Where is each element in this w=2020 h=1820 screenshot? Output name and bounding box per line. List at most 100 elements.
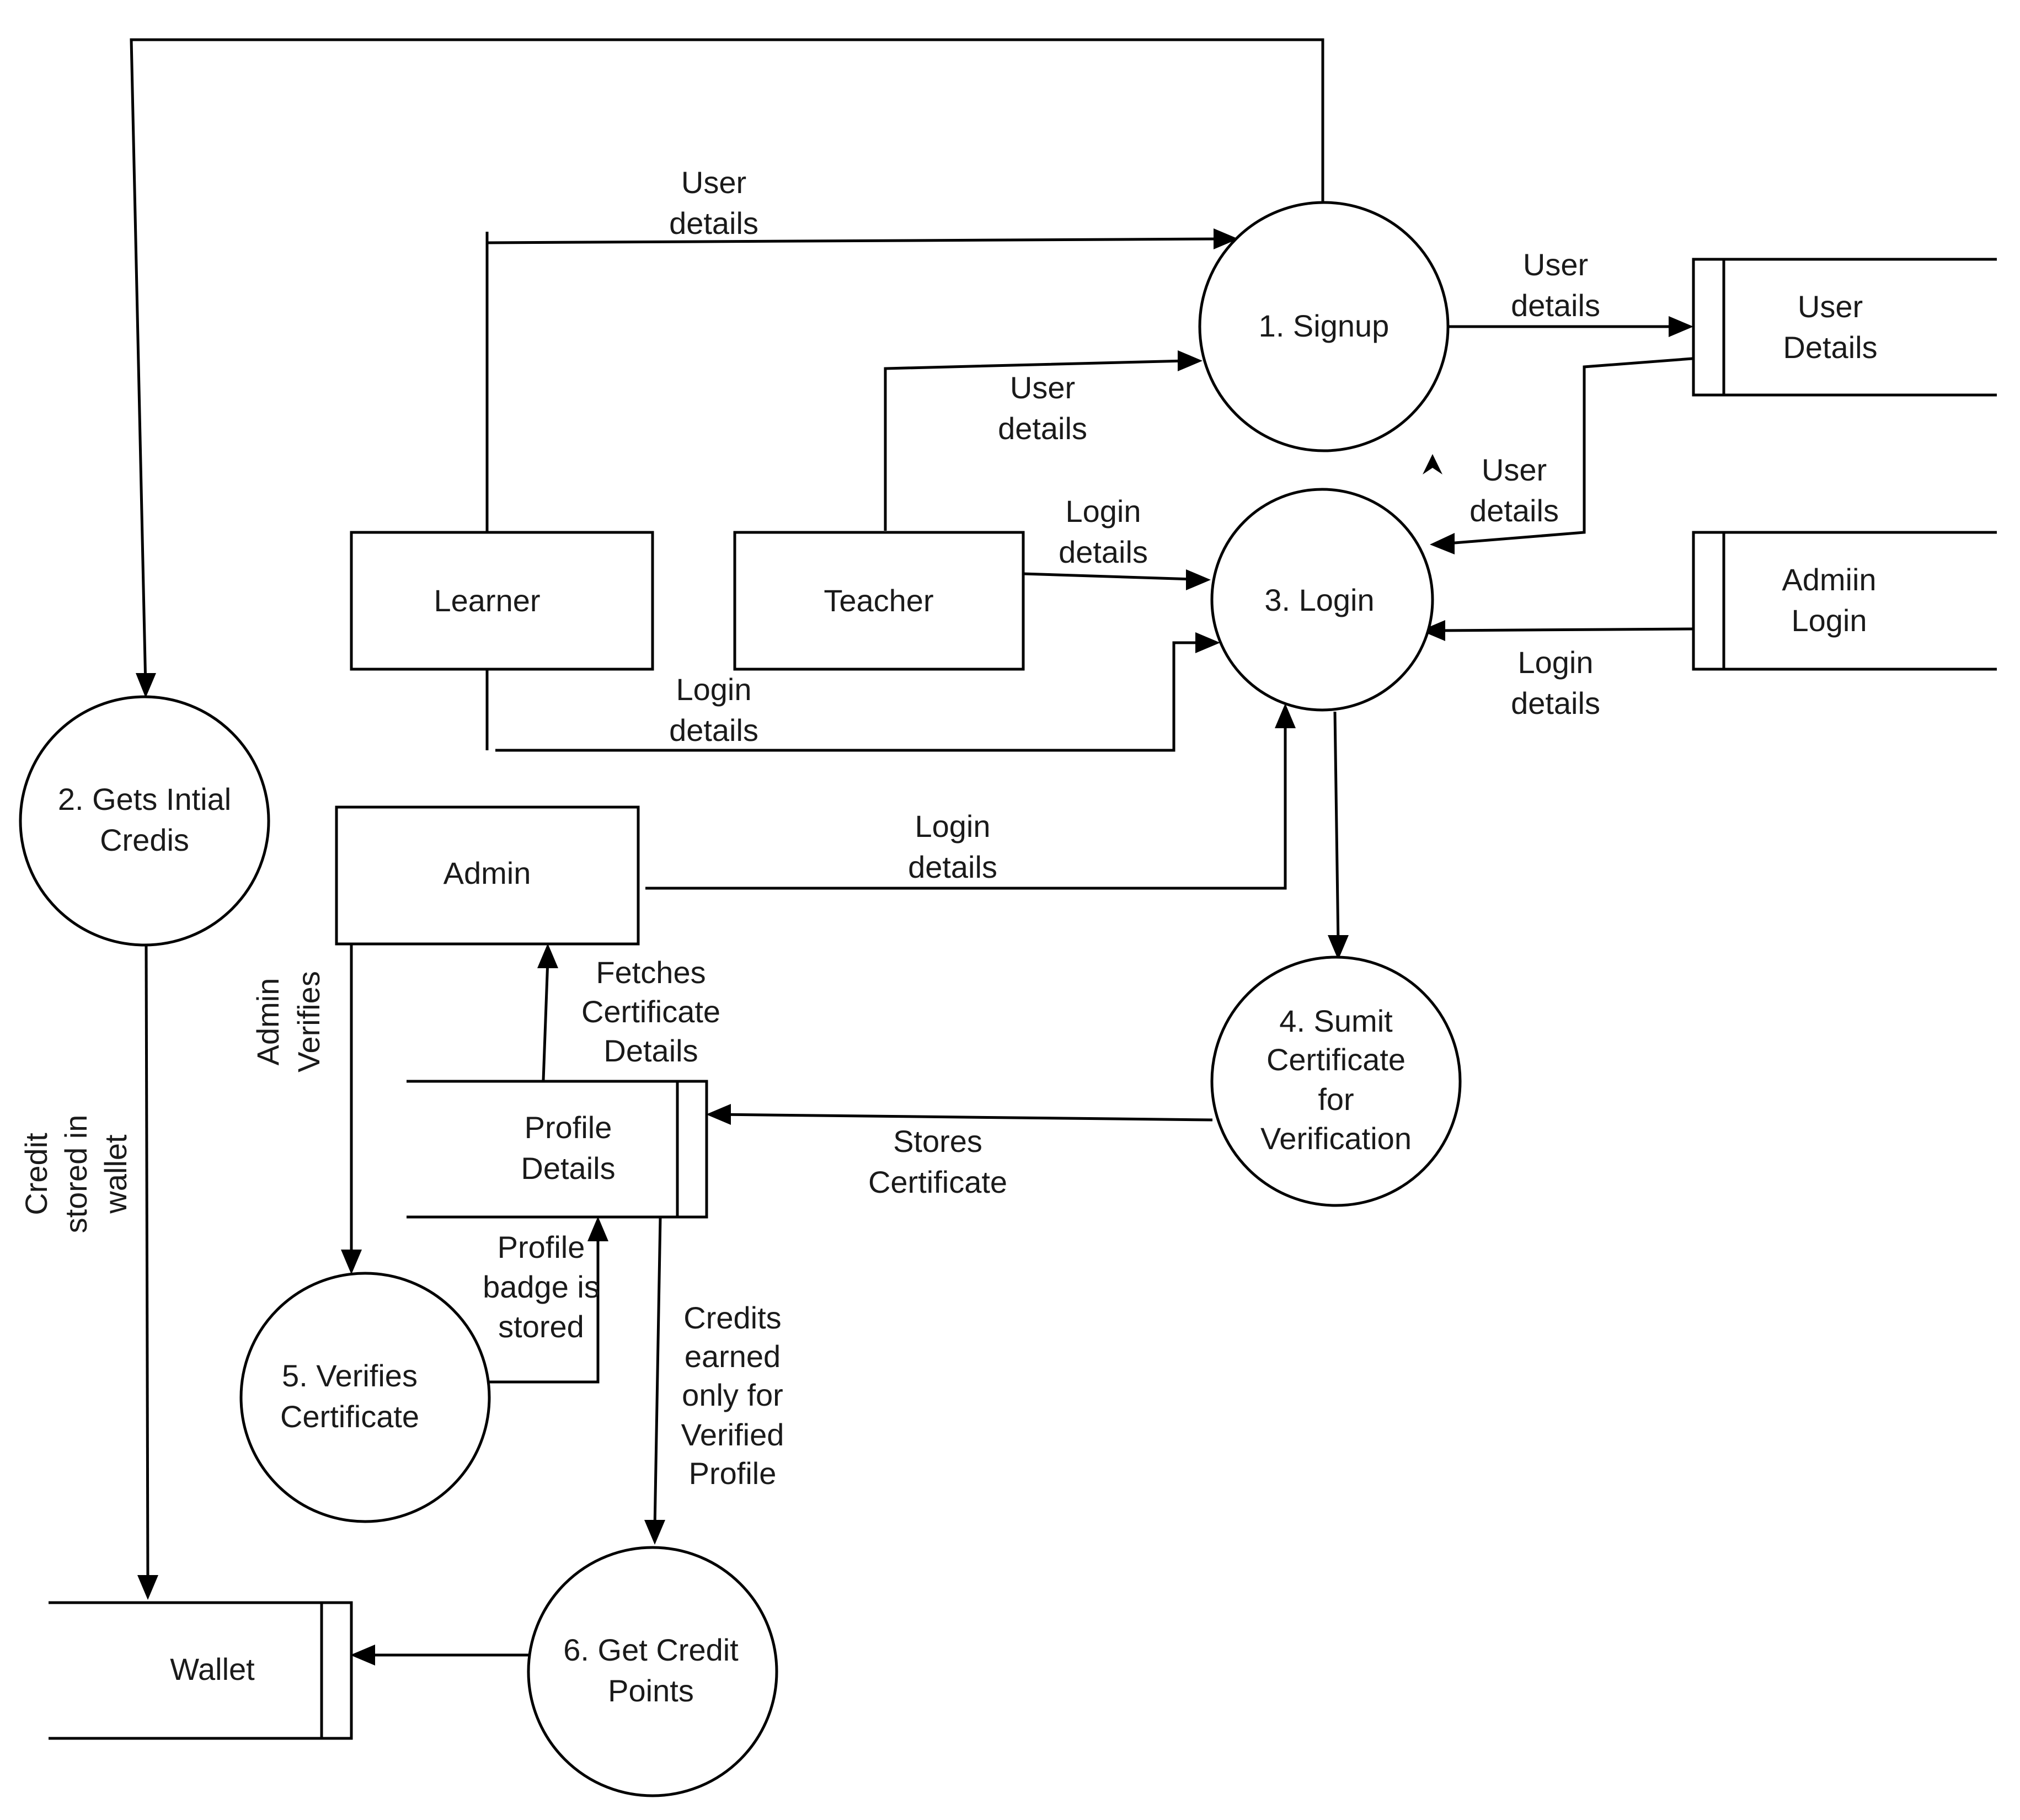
process-initial-credits[interactable]: 2. Gets Intial Credis <box>19 695 270 947</box>
login-submit-line <box>1333 711 1340 944</box>
arrow-verifies-profile <box>587 1216 608 1241</box>
verifies-profile-line <box>489 1230 600 1384</box>
flow-label-teacher-signup-1: User <box>1010 370 1075 405</box>
flow-label-signup-store-2: details <box>1511 288 1600 323</box>
arrow-teacher-login <box>1186 569 1211 590</box>
store-wallet-label: Wallet <box>170 1652 255 1686</box>
signup-to-initial-credits-line <box>130 38 1324 687</box>
flow-label-signup-store-1: User <box>1523 247 1588 282</box>
profile-admin-line <box>542 959 549 1081</box>
flow-label-fetches-1: Fetches <box>596 955 706 990</box>
flow-label-admin-verifies-1: Admin <box>250 978 285 1066</box>
store-profile-line-2: Details <box>521 1151 615 1186</box>
flow-label-admin-login-2: details <box>908 850 997 884</box>
flow-label-admin-store-login-1: Login <box>1517 645 1593 680</box>
flow-label-credit-wallet-2: stored in <box>58 1115 93 1234</box>
admin-store-login-line <box>1436 627 1693 632</box>
flow-label-learner-signup-1: User <box>681 165 746 200</box>
arrow-profile-admin <box>537 943 558 968</box>
flow-label-credits-3: only for <box>682 1378 783 1412</box>
arrow-profile-credit <box>644 1520 665 1545</box>
learner-signup-line <box>487 237 1222 244</box>
process-signup-label: 1. Signup <box>1259 308 1390 343</box>
flow-label-stores-cert-2: Certificate <box>868 1165 1007 1199</box>
flow-label-badge-2: badge is <box>483 1269 600 1304</box>
arrow-login-submit <box>1328 935 1349 960</box>
process-submit-line-4: Verification <box>1260 1121 1412 1156</box>
flow-label-teacher-signup-2: details <box>998 411 1087 446</box>
process-credit-line-1: 6. Get Credit <box>563 1632 739 1667</box>
profile-credit-line <box>653 1218 662 1529</box>
flow-label-learner-signup-2: details <box>669 206 758 241</box>
flow-label-admin-verifies-2: Verifies <box>291 971 326 1072</box>
arrow-teacher-signup <box>1178 350 1203 371</box>
process-verifies-line-1: 5. Verifies <box>282 1358 418 1393</box>
entity-learner[interactable]: Learner <box>350 531 654 671</box>
flow-label-learner-login-1: Login <box>676 672 751 707</box>
arrow-learner-signup <box>1214 228 1238 249</box>
process-signup[interactable]: 1. Signup <box>1198 201 1450 452</box>
flow-label-admin-store-login-2: details <box>1511 686 1600 720</box>
process-login[interactable]: 3. Login <box>1210 488 1434 712</box>
arrow-initial-credits <box>136 673 156 698</box>
flow-label-credits-5: Profile <box>689 1456 777 1491</box>
process-submit-line-2: Certificate <box>1266 1042 1406 1077</box>
flow-lines <box>130 38 1693 1657</box>
flow-label-teacher-login-1: Login <box>1065 494 1141 529</box>
flow-label-store-login-2: details <box>1469 493 1559 528</box>
entity-learner-label: Learner <box>434 583 540 618</box>
process-credit-points[interactable]: 6. Get Credit Points <box>527 1546 778 1797</box>
arrow-stray <box>1423 454 1442 474</box>
store-admin-login-line-1: Admiin <box>1782 562 1876 597</box>
flow-labels: User details User details User details U… <box>19 165 1600 1491</box>
flow-label-credits-2: earned <box>685 1339 781 1374</box>
admin-login-line <box>645 720 1287 890</box>
process-submit-line-3: for <box>1318 1082 1354 1117</box>
store-profile-details[interactable]: Profile Details <box>407 1080 708 1219</box>
flow-label-credit-wallet-1: Credit <box>19 1133 54 1215</box>
initial-wallet-line <box>145 944 149 1584</box>
store-wallet[interactable]: Wallet <box>49 1601 353 1740</box>
process-verifies-line-2: Certificate <box>280 1399 419 1434</box>
flow-label-credit-wallet: Credit stored in wallet <box>19 1115 133 1234</box>
arrow-initial-wallet <box>137 1575 158 1600</box>
arrow-admin-store-login <box>1420 620 1445 641</box>
flow-label-stores-cert-1: Stores <box>893 1124 982 1159</box>
flow-label-learner-login-2: details <box>669 713 758 748</box>
process-submit-certificate[interactable]: 4. Sumit Certificate for Verification <box>1210 956 1462 1207</box>
entity-teacher[interactable]: Teacher <box>733 531 1025 671</box>
arrow-admin-verifies <box>341 1250 362 1274</box>
entity-admin[interactable]: Admin <box>335 805 640 946</box>
arrow-admin-login <box>1275 703 1296 728</box>
learner-login-line <box>495 641 1204 752</box>
process-login-label: 3. Login <box>1264 583 1374 617</box>
entity-teacher-label: Teacher <box>824 583 933 618</box>
flow-label-store-login-1: User <box>1482 452 1547 487</box>
process-initial-credits-line-2: Credis <box>100 823 189 857</box>
flow-label-credits-4: Verified <box>681 1417 784 1452</box>
arrowheads <box>136 228 1693 1666</box>
arrow-signup-store <box>1669 316 1693 337</box>
store-admin-login[interactable]: Admiin Login <box>1692 531 1997 671</box>
process-verifies-certificate[interactable]: 5. Verifies Certificate <box>239 1272 491 1523</box>
flow-label-admin-verifies: Admin Verifies <box>250 971 326 1072</box>
flow-label-admin-login-1: Login <box>915 809 990 844</box>
store-user-details[interactable]: User Details <box>1692 258 1997 397</box>
flow-label-fetches-2: Certificate <box>581 994 720 1029</box>
entity-admin-label: Admin <box>443 856 531 890</box>
submit-profile-line <box>717 1113 1213 1122</box>
flow-label-credit-wallet-3: wallet <box>98 1134 133 1214</box>
flow-label-badge-1: Profile <box>498 1230 585 1264</box>
store-login-line <box>1447 357 1693 545</box>
process-credit-line-2: Points <box>608 1673 694 1708</box>
store-admin-login-line-2: Login <box>1791 603 1867 638</box>
process-initial-credits-line-1: 2. Gets Intial <box>58 782 231 816</box>
process-submit-line-1: 4. Sumit <box>1279 1004 1393 1038</box>
arrow-store-login <box>1430 533 1455 554</box>
flow-label-credits-1: Credits <box>683 1300 781 1335</box>
flow-label-teacher-login-2: details <box>1059 535 1148 569</box>
teacher-signup-line <box>884 359 1187 531</box>
store-user-details-line-1: User <box>1798 289 1863 324</box>
flow-label-fetches-3: Details <box>603 1033 698 1068</box>
